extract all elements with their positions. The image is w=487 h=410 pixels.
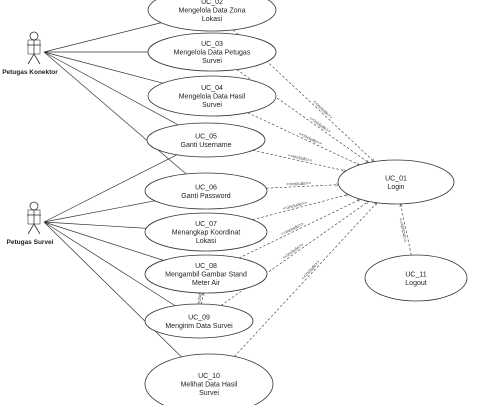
use-case-id: UC_02 [201, 0, 223, 6]
actor-figure-part [27, 39, 41, 55]
association-layer [43, 22, 187, 358]
use-case-id: UC_03 [201, 41, 223, 48]
include-uc06-uc01 [266, 185, 338, 189]
include-label-uc03-uc01: <<include>> [309, 116, 332, 135]
association-petugas-konektor-uc04 [43, 51, 164, 84]
use-case-label: Survei [202, 102, 222, 109]
use-case-ellipse [144, 172, 268, 210]
actor-figure-part [27, 209, 41, 225]
use-case-ellipse [144, 212, 268, 252]
actor-figure-part [29, 201, 39, 211]
use-case-ellipse [147, 32, 277, 72]
use-case-ellipse [144, 353, 274, 410]
include-label-uc08-uc01: <<include>> [280, 221, 305, 236]
actor-figure-part [27, 223, 35, 235]
use-case-id: UC_11 [405, 271, 426, 278]
include-label-uc11-uc01: <<include>> [398, 217, 408, 243]
use-case-label: Ganti Username [181, 142, 232, 149]
use-case-label: Melihat Data Hasil [181, 382, 238, 389]
use-case-ellipse [147, 75, 277, 117]
use-case-label: Mengelola Data Hasil [179, 94, 246, 101]
include-uc10-uc01 [234, 203, 376, 357]
include-label-uc10-uc01: <<include>> [300, 259, 321, 281]
use-case-ellipse [147, 0, 277, 32]
use-case-id: UC_08 [195, 263, 217, 270]
include-label-uc02-uc01: <<include>> [312, 99, 334, 120]
include-label-uc09-uc01: <<include>> [281, 242, 304, 261]
use-case-ellipse [144, 303, 254, 339]
use-case-label: Mengirim Data Survei [165, 323, 233, 330]
actor-petugas-survei: Petugas Survei [7, 201, 54, 246]
association-petugas-survei-uc06 [43, 200, 155, 223]
use-case-ellipse [337, 159, 455, 205]
use-case-label: Login [387, 184, 404, 191]
use-case-id: UC_10 [198, 373, 220, 380]
include-label-uc09-uc08: <<include>> [195, 285, 204, 311]
include-label-uc07-uc01: <<include>> [282, 200, 308, 211]
use-case-id: UC_01 [385, 175, 407, 182]
actor-label: Petugas Survei [7, 239, 54, 246]
association-petugas-survei-uc08 [43, 221, 164, 261]
association-petugas-konektor-uc06 [43, 51, 187, 175]
include-uc09-uc08 [201, 293, 204, 305]
include-uc07-uc01 [252, 195, 349, 221]
use-case-id: UC_04 [201, 85, 223, 92]
use-case-label: Mengelola Data Petugas [174, 50, 251, 57]
use-case-label: Lokasi [202, 16, 223, 23]
use-case-id: UC_09 [188, 314, 210, 321]
actor-figure-part [29, 31, 39, 41]
use-case-label: Survei [199, 390, 219, 397]
use-case-label: Mengelola Data Zona [179, 8, 246, 15]
association-petugas-survei-uc05 [43, 154, 177, 223]
use-case-id: UC_06 [195, 184, 217, 191]
actor-label: Petugas Konektor [2, 69, 58, 76]
association-petugas-konektor-uc02 [43, 22, 162, 53]
include-label-uc06-uc01: <<include>> [286, 181, 311, 187]
use-case-label: Survei [202, 58, 222, 65]
use-case-label: Ganti Password [181, 193, 231, 200]
use-case-ellipse [146, 122, 266, 158]
include-uc09-uc01 [220, 201, 369, 306]
association-petugas-survei-uc07 [43, 221, 147, 229]
use-case-label: Logout [405, 280, 426, 287]
include-label-uc04-uc01: <<include>> [298, 131, 323, 146]
use-case-ellipse [144, 254, 268, 294]
actor-petugas-konektor: Petugas Konektor [2, 31, 58, 76]
actor-figure-part [27, 53, 35, 65]
use-case-ellipse [364, 254, 468, 302]
actor-figure-part [33, 223, 41, 235]
use-case-label: Mengambil Gambar Stand [165, 272, 247, 279]
use-case-id: UC_05 [195, 133, 217, 140]
association-petugas-konektor-uc05 [43, 51, 179, 126]
use-case-label: Meter Air [192, 280, 221, 287]
actor-figure-part [33, 53, 41, 65]
include-label-uc05-uc01: <<include>> [287, 153, 313, 163]
include-uc05-uc01 [252, 150, 346, 171]
association-petugas-survei-uc10 [43, 221, 182, 358]
use-case-id: UC_07 [195, 221, 217, 228]
association-petugas-survei-uc09 [43, 221, 176, 307]
use-case-label: Menangkap Koordinat [172, 230, 241, 237]
use-case-label: Lokasi [196, 238, 217, 245]
